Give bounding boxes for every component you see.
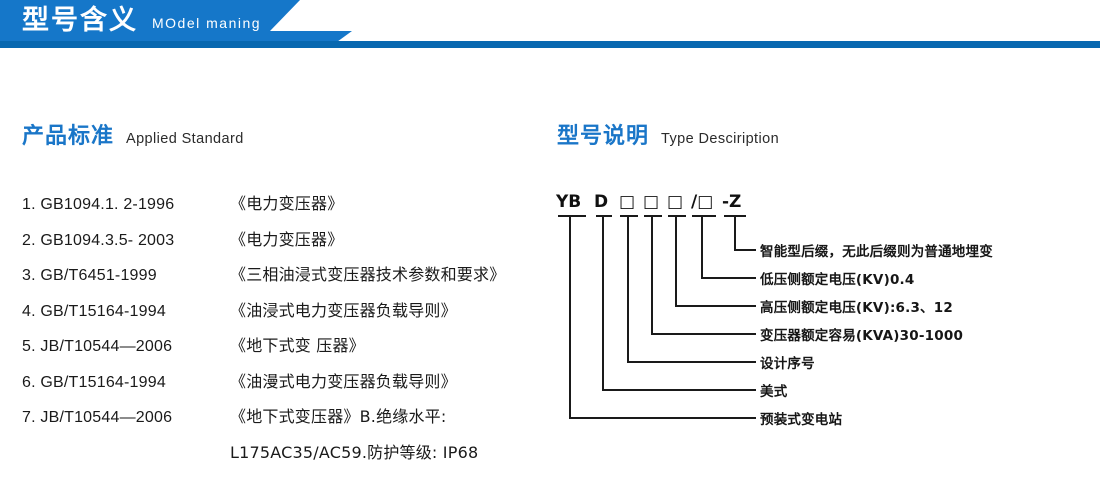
diagram-label: 智能型后缀，无此后缀则为普通地埋变 [760, 244, 993, 260]
banner-title-english: MOdel maning [152, 15, 262, 31]
standard-row: 4. GB/T15164-1994 《油浸式电力变压器负载导则》 [22, 297, 552, 333]
diagram-label: 高压侧额定电压(KV):6.3、12 [760, 300, 953, 316]
type-code-diagram: YB D □ □ □ /□ -Z 智能型后缀，无此后缀则为普通地埋变低压侧额定电压(KV)0… [556, 192, 1086, 442]
banner-underline-rule [0, 41, 1100, 48]
type-code-segment: □ [619, 192, 636, 212]
standard-title: 《三相油浸式变压器技术参数和要求》 [230, 265, 506, 284]
standard-code: 3. GB/T6451-1999 [22, 267, 157, 284]
banner-text-group: 型号含义 MOdel maning [22, 4, 261, 38]
standard-code: 4. GB/T15164-1994 [22, 302, 166, 320]
type-code-segment: D [594, 192, 609, 212]
diagram-label: 设计序号 [760, 356, 815, 372]
standard-title: 《电力变压器》 [230, 229, 344, 249]
standard-title: 《油浸式电力变压器负载导则》 [230, 300, 457, 320]
section-heading-right-chinese: 型号说明 [557, 124, 650, 149]
standard-row: 3. GB/T6451-1999 《三相油浸式变压器技术参数和要求》 [22, 261, 552, 297]
standard-row: 6. GB/T15164-1994 《油漫式电力变压器负载导则》 [22, 368, 552, 404]
section-heading-right-english: Type Desciription [661, 131, 780, 147]
diagram-label: 美式 [760, 384, 788, 400]
section-heading-type-description: 型号说明 Type Desciription [557, 118, 779, 150]
type-code-segment: □ [667, 192, 684, 212]
standard-row: 1. GB1094.1. 2-1996 《电力变压器》 [22, 190, 552, 226]
type-code-segment: /□ [691, 192, 714, 212]
type-code-segment: -Z [722, 192, 742, 212]
standard-code: 7. JB/T10544—2006 [22, 409, 173, 426]
leader-lines [558, 215, 756, 419]
standard-title: 《油漫式电力变压器负载导则》 [230, 371, 457, 391]
standard-title: L175AC35/AC59.防护等级: IP68 [230, 442, 479, 462]
standard-title: 《电力变压器》 [230, 194, 344, 213]
standards-list: 1. GB1094.1. 2-1996《电力变压器》2. GB1094.3.5-… [22, 190, 552, 474]
section-heading-left-chinese: 产品标准 [22, 124, 115, 149]
standard-code: 2. GB1094.3.5- 2003 [22, 231, 175, 249]
standard-row: 2. GB1094.3.5- 2003 《电力变压器》 [22, 226, 552, 262]
diagram-label: 低压侧额定电压(KV)0.4 [760, 272, 915, 288]
standard-row: 7. JB/T10544—2006 《地下式变压器》B.绝缘水平: [22, 403, 552, 439]
type-code-segment: □ [643, 192, 660, 212]
standard-code: 5. JB/T10544—2006 [22, 338, 173, 355]
banner-title-chinese: 型号含义 [22, 5, 138, 36]
type-code-segment: YB [556, 192, 582, 212]
banner-background-shape [0, 0, 352, 47]
diagram-label: 预装式变电站 [760, 412, 843, 428]
standard-code: 6. GB/T15164-1994 [22, 373, 166, 391]
page-header-banner: 型号含义 MOdel maning [0, 0, 1100, 56]
section-heading-left-english: Applied Standard [126, 131, 244, 147]
standard-code: 1. GB1094.1. 2-1996 [22, 196, 175, 213]
standard-row: L175AC35/AC59.防护等级: IP68 [22, 439, 552, 475]
standard-title: 《地下式变 压器》 [230, 336, 365, 355]
section-heading-applied-standard: 产品标准 Applied Standard [22, 118, 244, 150]
standard-title: 《地下式变压器》B.绝缘水平: [230, 407, 447, 426]
standard-row: 5. JB/T10544—2006 《地下式变 压器》 [22, 332, 552, 368]
diagram-label: 变压器额定容易(KVA)30-1000 [760, 328, 964, 344]
